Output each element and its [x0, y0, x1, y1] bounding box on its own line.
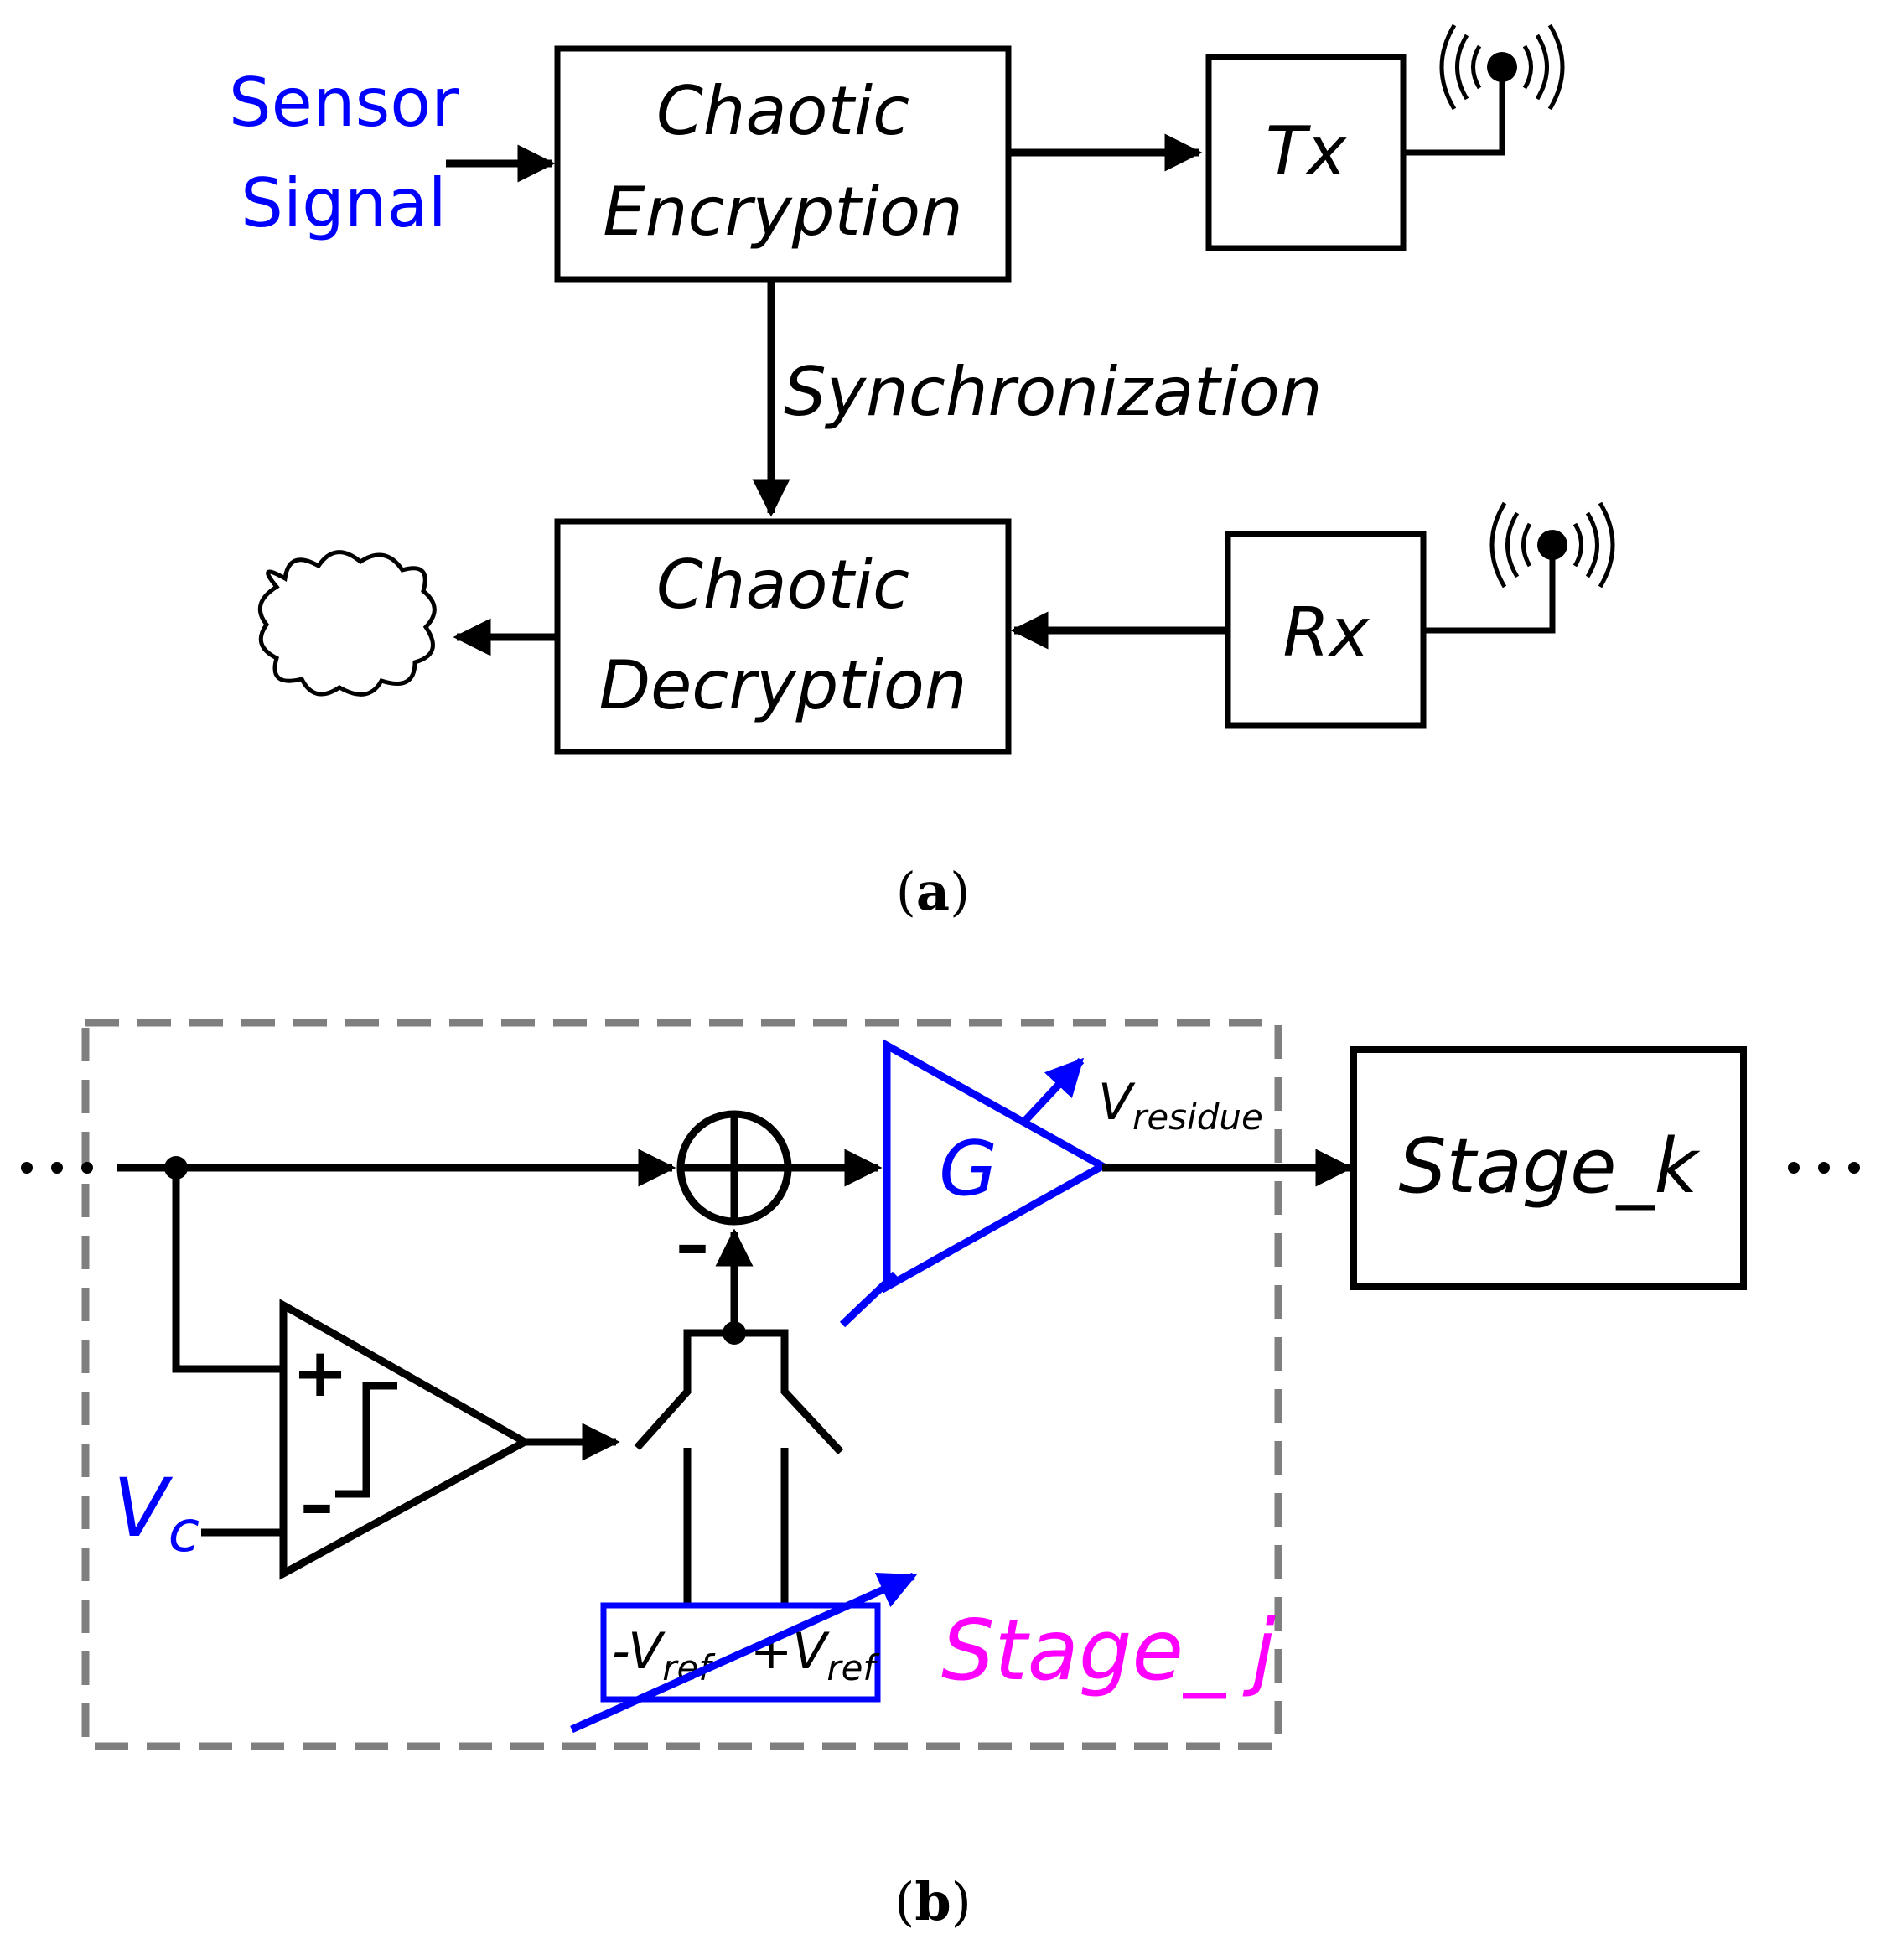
- decryption-label-line2: Decryption: [598, 646, 966, 724]
- stage-j-dashed-boundary: [81, 1019, 1282, 1750]
- caption-b: (b): [894, 1871, 971, 1932]
- encryption-label-line1: Chaotic: [656, 72, 909, 150]
- tx-antenna-icon: [1403, 23, 1565, 156]
- rx-label: Rx: [1283, 594, 1371, 671]
- decryption-label-line1: Chaotic: [656, 546, 909, 624]
- comparator-plus-sign: +: [292, 1334, 348, 1412]
- comparator-plus-input-wire: [172, 1168, 282, 1373]
- vc-label: Vc: [113, 1461, 199, 1565]
- panel-a: Sensor Signal Chaotic Encryption Tx Sync…: [229, 23, 1615, 922]
- pos-vref-label: +Vref: [750, 1622, 880, 1688]
- comparator-hysteresis-step: [335, 1382, 397, 1498]
- reference-variable-arrow: [570, 1572, 918, 1734]
- caption-a: (a): [896, 861, 971, 922]
- rx-antenna-icon: [1423, 501, 1615, 634]
- synchronization-label: Synchronization: [784, 353, 1323, 431]
- switch-node: [723, 1321, 746, 1345]
- leading-ellipsis: [21, 1162, 93, 1174]
- gain-adjust-line: [839, 1271, 899, 1328]
- gain-variable-arrow: [1019, 1057, 1085, 1127]
- sensor-signal-label-line1: Sensor: [229, 64, 459, 142]
- reference-voltage-box: [600, 1602, 881, 1703]
- comparator-minus-sign: –: [300, 1465, 334, 1543]
- panel-b: – G Vresidue Stage_k + – Vc -Vref +Vref: [21, 1019, 1860, 1932]
- encryption-label-line2: Encryption: [603, 173, 963, 251]
- gain-amplifier: [883, 1039, 1111, 1294]
- sum-minus-sign: –: [676, 1206, 709, 1283]
- cloud-icon: [257, 550, 437, 697]
- gain-label: G: [939, 1125, 997, 1213]
- stage-k-block: [1350, 1046, 1747, 1290]
- sensor-signal-label-line2: Signal: [241, 164, 447, 242]
- comparator: [279, 1299, 533, 1580]
- stage-k-label: Stage_k: [1398, 1123, 1701, 1211]
- trailing-ellipsis: [1788, 1162, 1860, 1174]
- stage-j-label: Stage_ j: [941, 1601, 1276, 1699]
- chaotic-encryption-block: [554, 45, 1012, 283]
- tx-label: Tx: [1266, 112, 1348, 190]
- neg-vref-label: -Vref: [612, 1622, 716, 1688]
- reference-switch: [634, 1228, 844, 1605]
- v-residue-label: Vresidue: [1098, 1073, 1263, 1138]
- summing-junction: [676, 1110, 792, 1226]
